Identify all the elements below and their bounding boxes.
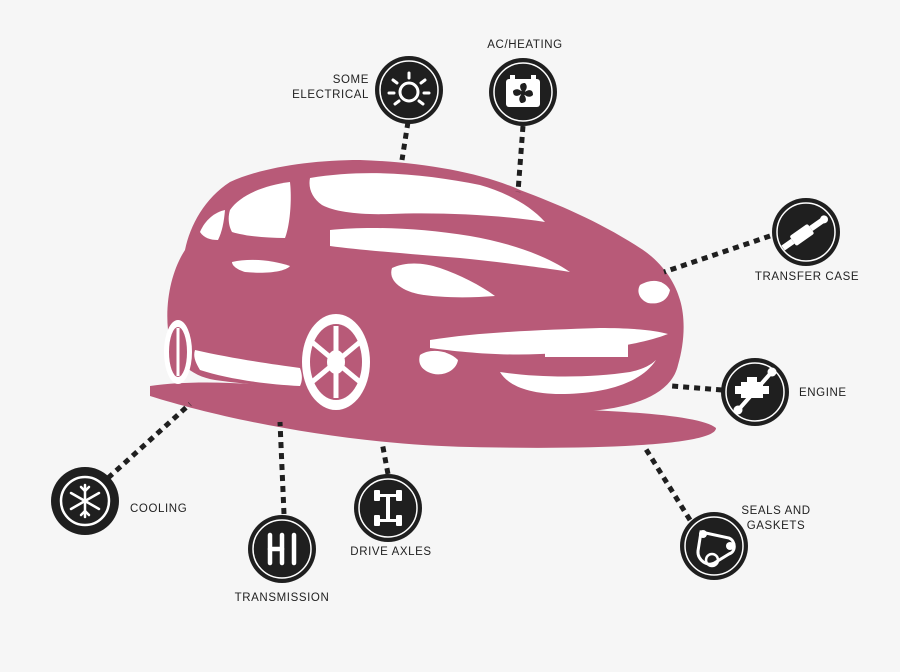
connector-ac-heating bbox=[515, 125, 526, 193]
front-wheel bbox=[302, 314, 370, 410]
exhaust-pipe-icon[interactable] bbox=[772, 198, 840, 266]
label-transfer-case: TRANSFER CASE bbox=[754, 271, 860, 283]
connector-transmission bbox=[277, 421, 287, 515]
label-transmission: TRANSMISSION bbox=[234, 592, 330, 604]
label-drive-axles: DRIVE AXLES bbox=[350, 546, 432, 558]
gear-shift-icon[interactable] bbox=[248, 515, 316, 583]
label-ac-heating: AC/HEATING bbox=[487, 39, 563, 51]
connector-transfer-case bbox=[663, 233, 771, 275]
label-engine: ENGINE bbox=[799, 387, 847, 399]
fan-icon[interactable] bbox=[489, 58, 557, 126]
connector-cooling bbox=[106, 402, 192, 480]
axle-icon[interactable] bbox=[354, 474, 422, 542]
label-seals-and-gaskets: SEALS AND GASKETS bbox=[741, 505, 811, 532]
connector-some-electrical bbox=[399, 121, 411, 161]
connector-drive-axles bbox=[379, 441, 391, 475]
belt-pulley-icon[interactable] bbox=[680, 512, 748, 580]
car-highlights bbox=[194, 173, 670, 394]
rear-wheel bbox=[164, 320, 192, 384]
label-some-electrical: SOME ELECTRICAL bbox=[292, 74, 369, 101]
snowflake-icon[interactable] bbox=[51, 467, 119, 535]
connector-seals-and-gaskets bbox=[641, 444, 693, 522]
light-bulb-icon[interactable] bbox=[375, 56, 443, 124]
connectors bbox=[106, 121, 771, 522]
car-shadow bbox=[150, 382, 716, 448]
label-cooling: COOLING bbox=[130, 503, 188, 515]
engine-wrench-icon[interactable] bbox=[721, 358, 789, 426]
connector-engine bbox=[671, 383, 723, 393]
